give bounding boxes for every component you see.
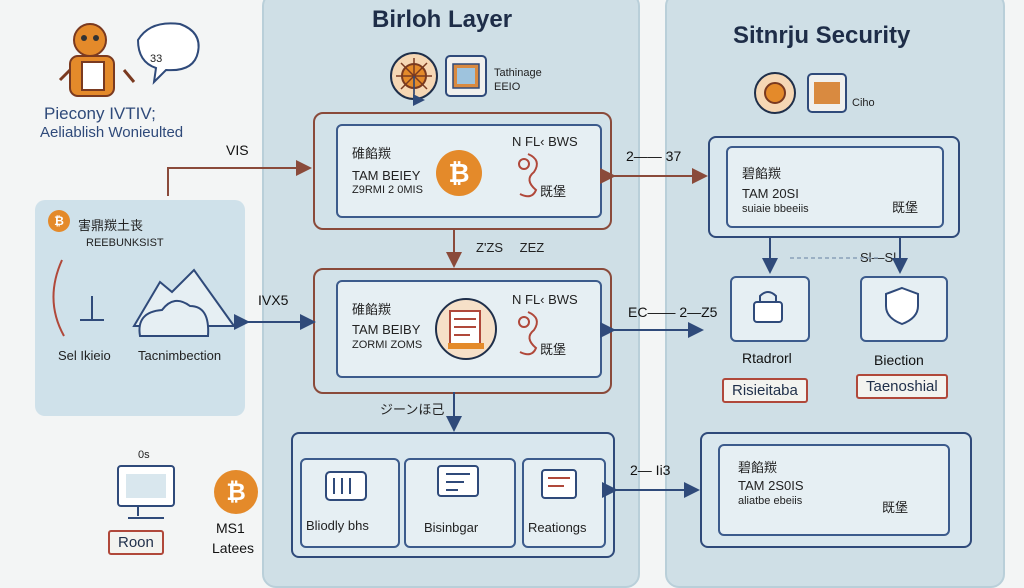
database-icon (325, 471, 367, 501)
bottom-item-3-label: Reationgs (528, 520, 587, 535)
card1-line1: TAM BEIEY (352, 168, 421, 183)
card2-line2: ZORMI ZOMS (352, 339, 423, 351)
bottom-left-label-2: Latees (212, 540, 255, 556)
left-subheading: Aeliablish Wonieulted (40, 124, 184, 141)
coin-icon: ₿ (48, 210, 70, 232)
mandala-icon-right (754, 72, 796, 114)
server-icon-right (807, 73, 847, 113)
security-item-1-tag: Risieitaba (722, 378, 808, 403)
right-arrow-label: Sl—Sl (860, 250, 897, 265)
right-card1-cjk: 碧餡羰 (742, 166, 782, 181)
bottom-left-label-1: MS1 (216, 520, 245, 536)
card1-stamp: 既堡 (540, 184, 567, 199)
dragon-icon (518, 153, 538, 198)
bottom-left-badge: 0s (138, 449, 150, 461)
dragon-icon-2 (518, 311, 538, 356)
right-card2-line2: aliatbe ebeiis (738, 495, 803, 507)
connector-label-top-right: 2—— 37 (626, 148, 682, 164)
ledger-icon (435, 298, 497, 360)
left-panel-sub: REEBUNKSIST (86, 237, 164, 249)
connector-label-vis: VIS (226, 142, 249, 158)
network-icon (437, 465, 479, 497)
security-card-1[interactable] (726, 146, 944, 228)
right-card2-stamp: 既堡 (882, 500, 909, 515)
security-card-2[interactable] (718, 444, 950, 536)
right-card1-stamp: 既堡 (892, 200, 919, 215)
right-panel-title: Sitnrju Security (733, 22, 911, 49)
card1-cjk: 碓餡羰 (352, 146, 392, 161)
right-card1-line2: suiaie bbeeiis (742, 203, 809, 215)
card2-line1: TAM BEIBY (352, 322, 421, 337)
mascot-badge: 33 (150, 53, 163, 65)
connectors-layer (167, 76, 908, 498)
left-panel-left-label: Sel Ikieio (58, 348, 111, 363)
middle-panel-title: Birloh Layer (372, 6, 513, 33)
bottom-item-2-label: Bisinbgar (424, 520, 479, 535)
server-icon (445, 55, 487, 97)
left-panel-cjk: 害鼎羰土丧 (78, 218, 144, 233)
left-panel-right-label: Tacnimbection (138, 348, 222, 363)
right-card2-line1: TAM 2S0IS (738, 478, 804, 493)
connector-label-mid-right: EC—— 2—Z5 (628, 304, 718, 320)
mountain-scene (52, 259, 236, 337)
right-card2-cjk: 碧餡羰 (738, 460, 778, 475)
security-item-2-tag: Taenoshial (856, 374, 948, 399)
bottom-item-1-label: Bliodly bhs (306, 518, 369, 533)
top-note-line1: Tathinage (494, 67, 542, 79)
card2-right-label: N FL‹ BWS (512, 292, 578, 307)
card2-stamp: 既堡 (540, 342, 567, 357)
connector-label-bottom-right: 2— Ii3 (630, 462, 671, 478)
connector-label-ivx5: IVX5 (258, 292, 289, 308)
lock-icon (753, 291, 783, 323)
bottom-left-tag: Roon (108, 530, 164, 555)
bottom-arrow-label: ジーンほ己 (380, 402, 445, 417)
mascot-illustration (58, 22, 200, 97)
analytics-icon (541, 469, 577, 499)
left-heading: Piecony IVTIV; (44, 104, 156, 123)
bitcoin-icon: ₿ (436, 150, 482, 196)
bitcoin-icon-bottom: ₿ (214, 470, 258, 514)
top-note-line2: EEIO (494, 81, 521, 93)
right-card1-line1: TAM 20SI (742, 186, 799, 201)
right-top-note: Ciho (852, 97, 875, 109)
monitor-icon (117, 465, 175, 519)
card2-cjk: 碓餡羰 (352, 302, 392, 317)
card1-right-label: N FL‹ BWS (512, 134, 578, 149)
security-item-1-name: Rtadrorl (742, 350, 792, 366)
mid-arrow-label: Z'ZS ZEZ (476, 240, 545, 255)
security-item-2-name: Biection (874, 352, 924, 368)
card1-line2: Z9RMI 2 0MIS (352, 184, 423, 196)
shield-icon (885, 286, 919, 326)
